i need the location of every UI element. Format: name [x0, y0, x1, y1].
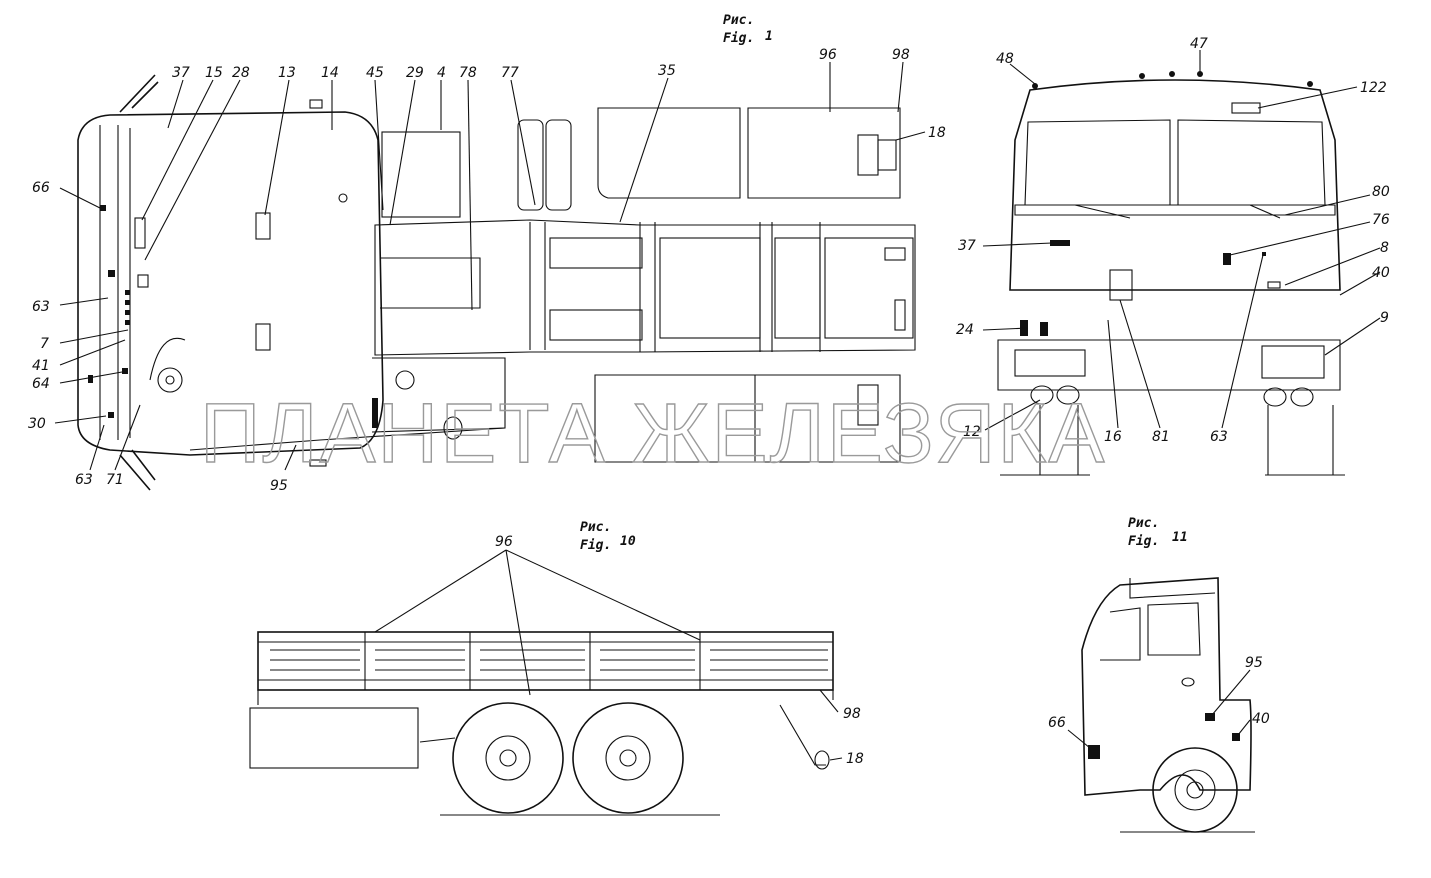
fig10-callouts: 96 98 18 — [495, 534, 864, 767]
fig10-title: Рис. Fig. 10 — [580, 520, 636, 553]
fig11-cab-view — [1081, 577, 1255, 833]
front-callout-47: 47 — [1190, 36, 1208, 52]
fig1-top-view — [77, 74, 916, 491]
callout-15: 15 — [205, 65, 223, 81]
callout-35: 35 — [658, 63, 676, 79]
side-callout-96: 96 — [495, 534, 513, 550]
fig11-number: 11 — [1172, 530, 1188, 545]
fig11-title-en: Fig. — [1128, 534, 1159, 549]
side-callout-98: 98 — [843, 706, 861, 722]
callout-14: 14 — [321, 65, 339, 81]
callout-45: 45 — [366, 65, 384, 81]
cab-callout-40: 40 — [1252, 711, 1270, 727]
fig10-number: 10 — [620, 534, 636, 549]
front-callout-24: 24 — [956, 322, 974, 338]
callout-98: 98 — [892, 47, 910, 63]
fig11-callouts: 95 66 40 — [1048, 655, 1270, 731]
callout-78: 78 — [459, 65, 477, 81]
front-callout-81: 81 — [1152, 429, 1170, 445]
front-view — [997, 71, 1345, 476]
callout-29: 29 — [406, 65, 424, 81]
callout-63: 63 — [32, 299, 50, 315]
callout-95: 95 — [270, 478, 288, 494]
callout-64: 64 — [32, 376, 50, 392]
fig11-title-ru: Рис. — [1128, 516, 1159, 531]
front-callout-12: 12 — [963, 424, 981, 440]
callout-41: 41 — [32, 358, 50, 374]
side-callout-18: 18 — [846, 751, 864, 767]
callout-66: 66 — [32, 180, 50, 196]
front-callouts: 48 47 122 80 76 8 40 9 37 24 12 16 81 63 — [956, 36, 1390, 445]
callout-7: 7 — [40, 336, 49, 352]
front-leader-lines — [982, 50, 1381, 431]
front-callout-48: 48 — [996, 51, 1014, 67]
side-rails — [270, 649, 828, 671]
cab-dash-components — [88, 205, 149, 418]
callout-4: 4 — [437, 65, 446, 81]
callout-96: 96 — [819, 47, 837, 63]
front-callout-40: 40 — [1372, 265, 1390, 281]
front-callout-122: 122 — [1360, 80, 1387, 96]
callout-13: 13 — [278, 65, 296, 81]
fig1-callouts: 37 15 28 13 14 45 29 4 78 77 35 96 98 18… — [28, 47, 946, 494]
fig11-leader-lines — [1067, 669, 1251, 749]
fig1-title: Рис. Fig. 1 — [723, 13, 773, 46]
fig10-title-ru: Рис. — [580, 520, 611, 535]
cab-callout-66: 66 — [1048, 715, 1066, 731]
callout-63-lower: 63 — [75, 472, 93, 488]
front-callout-80: 80 — [1372, 184, 1390, 200]
front-callout-63: 63 — [1210, 429, 1228, 445]
fig11-title: Рис. Fig. 11 — [1128, 516, 1188, 549]
cab-callout-95: 95 — [1245, 655, 1263, 671]
callout-28: 28 — [232, 65, 250, 81]
front-callout-76: 76 — [1372, 212, 1390, 228]
callout-30: 30 — [28, 416, 46, 432]
watermark-text: ПЛАНЕТА ЖЕЛЕЗЯКА — [200, 386, 1106, 480]
fig10-leader-lines — [374, 549, 843, 761]
front-callout-8: 8 — [1380, 240, 1389, 256]
fig1-title-en: Fig. — [723, 31, 754, 46]
front-callout-16: 16 — [1104, 429, 1122, 445]
callout-71: 71 — [106, 472, 124, 488]
front-callout-37: 37 — [958, 238, 976, 254]
callout-77: 77 — [501, 65, 519, 81]
callout-37: 37 — [172, 65, 190, 81]
fig1-number: 1 — [765, 29, 773, 44]
fig10-title-en: Fig. — [580, 538, 611, 553]
front-callout-9: 9 — [1380, 310, 1389, 326]
fig1-leader-lines — [54, 61, 926, 471]
fig1-title-ru: Рис. — [723, 13, 754, 28]
fig10-side-view — [249, 631, 834, 816]
callout-18: 18 — [928, 125, 946, 141]
